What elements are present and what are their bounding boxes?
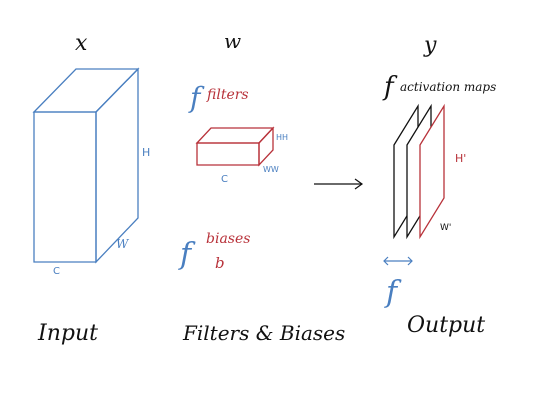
output-depth-arrow: [383, 256, 413, 266]
input-width-label: W: [116, 237, 130, 251]
activation-map-3: [419, 103, 445, 240]
output-activation-maps: [393, 103, 445, 240]
label-y: y: [423, 33, 437, 58]
input-top-face: [32, 68, 140, 113]
filter-side-face: [258, 126, 274, 167]
filter-box: [195, 126, 275, 167]
input-height-label: H: [142, 146, 150, 159]
input-front-face: [33, 111, 97, 263]
caption-input: Input: [37, 321, 98, 346]
caption-output: Output: [407, 313, 485, 338]
bias-symbol: b: [215, 254, 225, 272]
input-volume: [32, 67, 140, 264]
activation-count-label: f: [382, 72, 398, 102]
label-x: x: [75, 31, 88, 56]
activation-maps-label: activation maps: [400, 80, 496, 94]
label-w: w: [224, 29, 241, 53]
filter-depth-label: C: [221, 174, 228, 185]
output-depth-label: f: [384, 275, 402, 310]
biases-count-label: f: [178, 237, 196, 272]
filters-count-label: f: [188, 81, 205, 114]
caption-filters-biases: Filters & Biases: [182, 321, 345, 345]
filter-width-label: WW: [263, 165, 279, 174]
input-depth-label: C: [53, 266, 60, 277]
biases-label: biases: [206, 231, 250, 247]
output-width-label: W': [440, 223, 451, 233]
output-height-label: H': [455, 152, 466, 165]
filter-height-label: HH: [276, 133, 288, 142]
arrow: [314, 178, 364, 190]
input-side-face: [95, 67, 139, 264]
filters-label: filters: [206, 87, 249, 103]
filter-front-face: [196, 142, 260, 166]
